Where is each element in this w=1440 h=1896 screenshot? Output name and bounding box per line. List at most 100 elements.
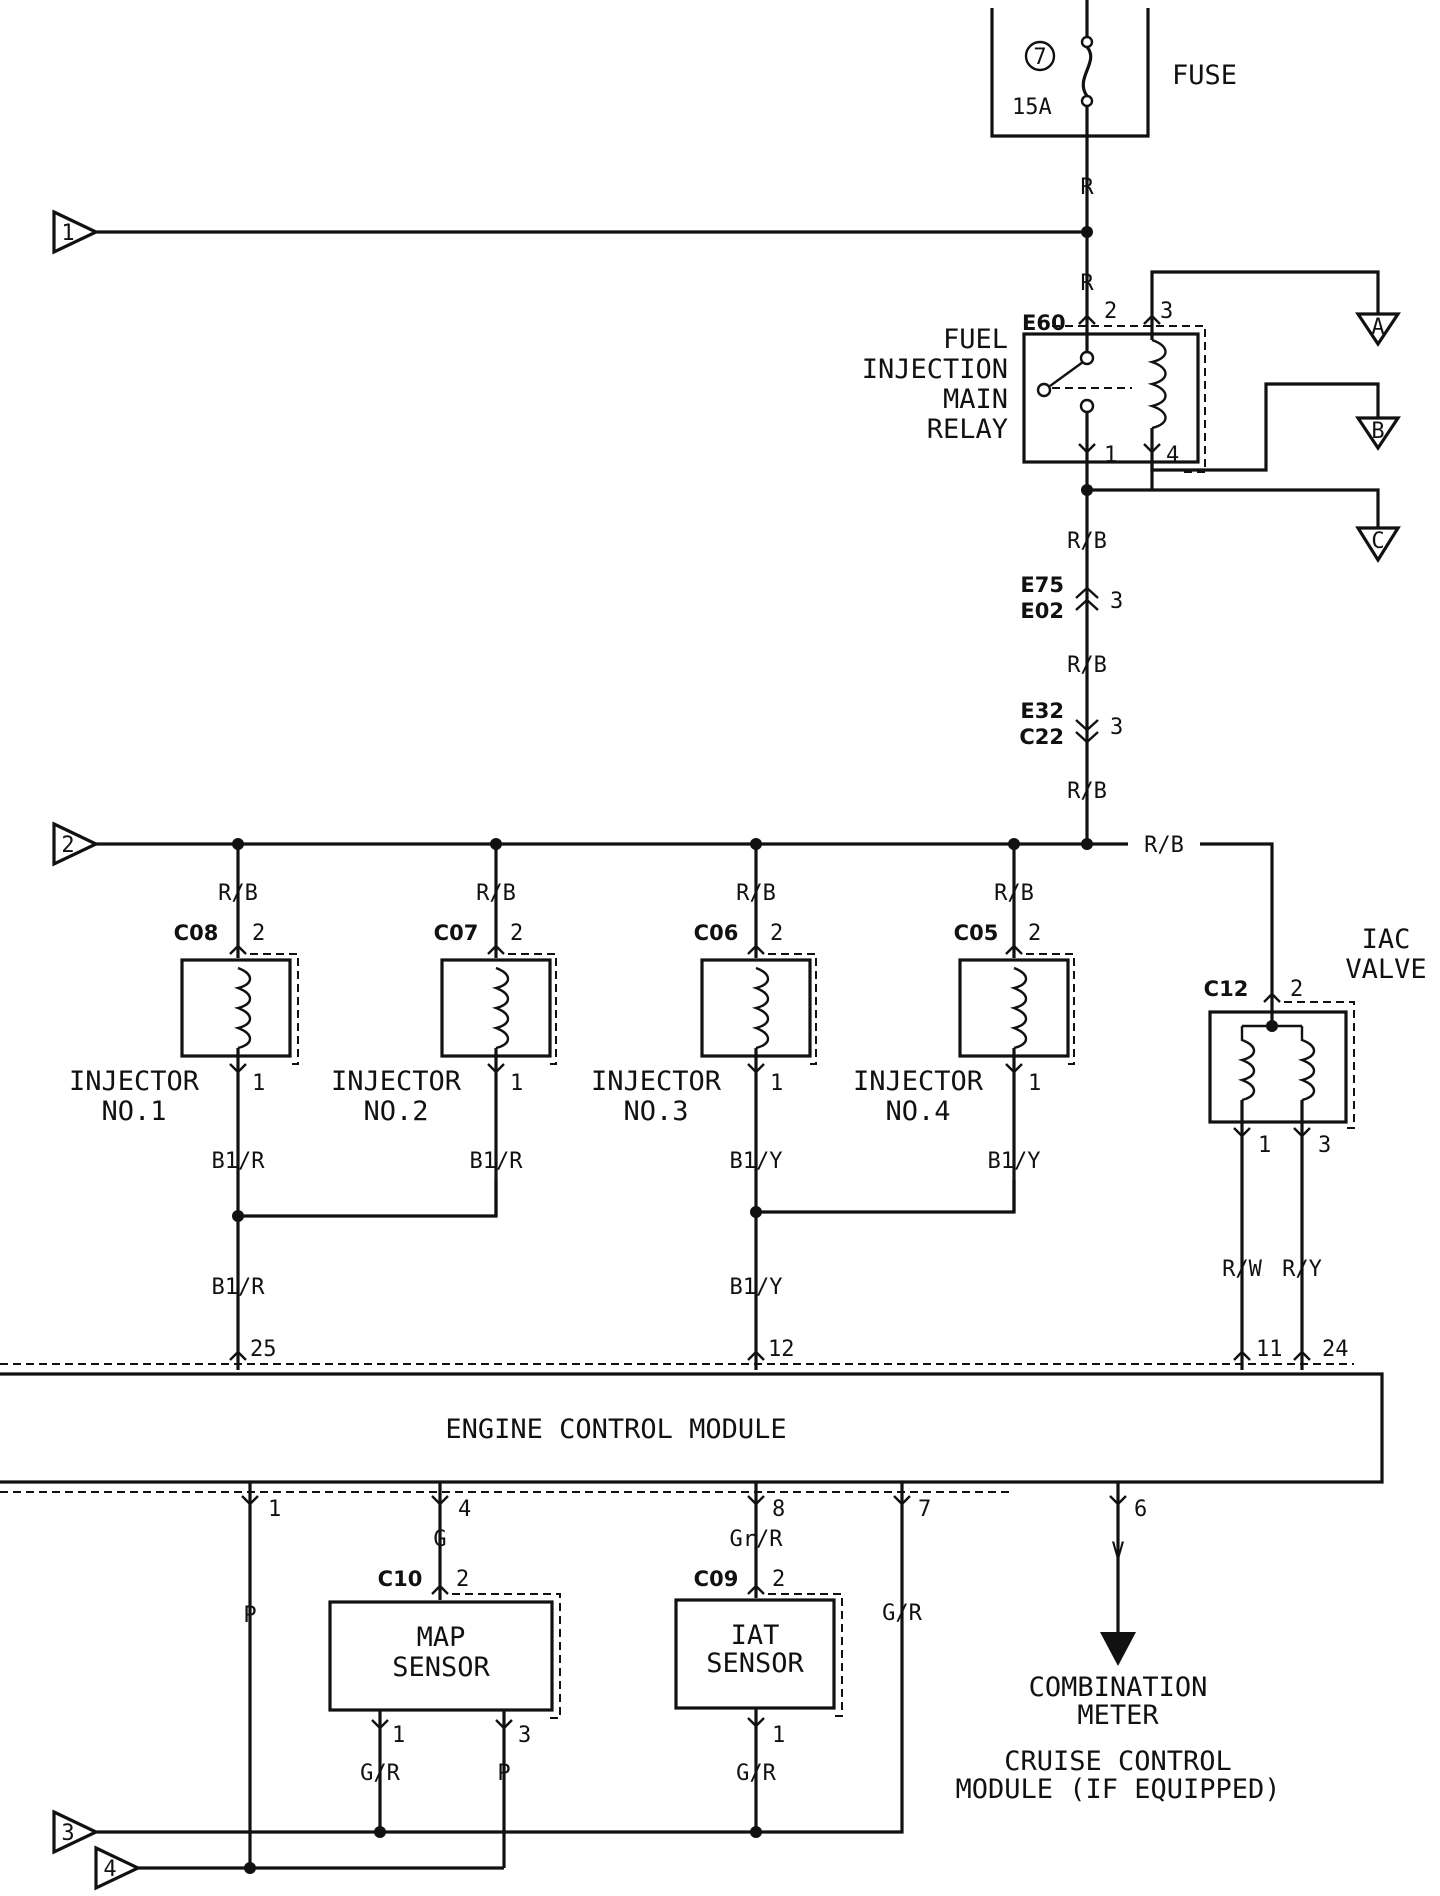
destination-combination-meter-line-1: COMBINATION (1029, 1672, 1208, 1703)
output-b-label: B (1371, 419, 1384, 444)
injector-1: R/B C08 2 1 INJECTOR NO.1 B1/R (69, 844, 299, 1216)
injector-1-wire-in: R/B (218, 881, 258, 906)
injector-3-wire-in: R/B (736, 881, 776, 906)
destination-cruise-control-line-2: MODULE (IF EQUIPPED) (955, 1774, 1280, 1805)
inline-connector-e32-c22: E32 C22 3 (1019, 699, 1123, 749)
iat-connector: C09 (694, 1567, 739, 1591)
map-connector: C10 (378, 1567, 423, 1591)
output-a-label: A (1371, 315, 1384, 340)
ecm-bottom-pin-6: 6 (1134, 1497, 1147, 1522)
wire-label-g-r-right: G/R (882, 1601, 922, 1626)
wire-label-bl-r-ecm: B1/R (212, 1275, 266, 1300)
injector-1-pin-top: 2 (252, 921, 265, 946)
wire-label-r-w: R/W (1222, 1257, 1262, 1282)
ecm-top-pin-11: 11 (1256, 1337, 1283, 1362)
injector-3-wire-out: B1/Y (730, 1149, 783, 1174)
input-3-label: 3 (61, 1821, 74, 1846)
ecm-bottom-pin-8: 8 (772, 1497, 785, 1522)
output-a: A (1150, 270, 1401, 347)
injector-2-wire-out: B1/R (470, 1149, 524, 1174)
input-4: 4 (94, 1845, 504, 1891)
map-pin-top: 2 (456, 1567, 469, 1592)
iat-sensor: C09 2 IAT SENSOR 1 G/R (674, 1567, 843, 1832)
iac-pin-top: 2 (1290, 977, 1303, 1002)
injector-4-pin-top: 2 (1028, 921, 1041, 946)
relay-pin-3: 3 (1160, 299, 1173, 324)
iac-pin-left: 1 (1258, 1133, 1271, 1158)
inline-connector-1-pin: 3 (1110, 589, 1123, 614)
output-b: B (1150, 382, 1401, 472)
wire-label-bl-y-ecm: B1/Y (730, 1275, 783, 1300)
ecm-bottom-pin-1: 1 (268, 1497, 281, 1522)
inline-connector-2-bottom: C22 (1019, 725, 1064, 749)
inline-connector-1-bottom: E02 (1020, 599, 1064, 623)
wire-g-pin-4: G (433, 1482, 447, 1600)
iac-feed-wire: R/B (1087, 833, 1274, 990)
injector-1-name-line-1: INJECTOR (69, 1066, 200, 1097)
injector-4-name-line-1: INJECTOR (853, 1066, 984, 1097)
injector-2-name-line-2: NO.2 (363, 1096, 428, 1127)
wire-v-pin-6: V COMBINATION METER CRUISE CONTROL MODUL… (955, 1482, 1281, 1805)
ecm-top-pin-12: 12 (768, 1337, 795, 1362)
map-pin-right: 3 (518, 1723, 531, 1748)
wire-label-p-map: P (497, 1761, 510, 1786)
injector-2-name-line-1: INJECTOR (331, 1066, 462, 1097)
wire-label-rb-3: R/B (1067, 779, 1107, 804)
iac-name-line-1: IAC (1362, 924, 1411, 955)
relay-label-line-4: RELAY (927, 414, 1008, 445)
destination-combination-meter-line-2: METER (1077, 1700, 1159, 1731)
inline-connector-1-top: E75 (1020, 573, 1064, 597)
relay-pin-1: 1 (1104, 443, 1117, 468)
iat-pin-bottom: 1 (772, 1723, 785, 1748)
wire-p-pin-1: P (243, 1482, 257, 1868)
relay-label-line-2: INJECTION (862, 354, 1008, 385)
iac-connector: C12 (1204, 977, 1249, 1001)
wire-g-r-pin-7: G/R (882, 1482, 923, 1826)
injector-4-wire-in: R/B (994, 881, 1034, 906)
injector-3-name-line-1: INJECTOR (591, 1066, 722, 1097)
fuse-number: 7 (1033, 45, 1046, 70)
fuel-injection-main-relay: E60 2 3 1 4 FUEL INJECTION MAIN RELAY (862, 299, 1206, 490)
fuse-number-circle (1024, 40, 1056, 72)
map-pin-left: 1 (392, 1723, 405, 1748)
input-2: 2 (52, 821, 1093, 867)
injector-4-pin-bottom: 1 (1028, 1071, 1041, 1096)
wire-label-g-r-map: G/R (360, 1761, 400, 1786)
injector-1-connector: C08 (174, 921, 219, 945)
destination-cruise-control-line-1: CRUISE CONTROL (1004, 1746, 1232, 1777)
ecm-label: ENGINE CONTROL MODULE (445, 1414, 786, 1445)
inline-connector-2-pin: 3 (1110, 715, 1123, 740)
iat-name-line-2: SENSOR (706, 1648, 804, 1679)
map-sensor: C10 2 MAP SENSOR 1 3 G/R P (328, 1567, 561, 1868)
iac-name-line-2: VALVE (1345, 954, 1426, 985)
engine-control-module: ENGINE CONTROL MODULE 25 12 11 24 1 4 8 … (0, 1337, 1384, 1522)
wire-label-v: V (1111, 1539, 1124, 1564)
injector-4-wire-out: B1/Y (988, 1149, 1041, 1174)
injector-3-pin-top: 2 (770, 921, 783, 946)
map-name-line-2: SENSOR (392, 1652, 490, 1683)
injector-1-pin-bottom: 1 (252, 1071, 265, 1096)
arrow-down-icon (1100, 1632, 1136, 1666)
output-c: C (1081, 484, 1401, 564)
wire-gr-r-pin-8: Gr/R (730, 1482, 783, 1598)
fuse-label: FUSE (1172, 60, 1237, 91)
wire-label-r-y: R/Y (1282, 1257, 1322, 1282)
input-2-label: 2 (61, 833, 74, 858)
fuse-rating: 15A (1012, 95, 1052, 120)
injector-1-name-line-2: NO.1 (101, 1096, 166, 1127)
wire-label-rb-iac: R/B (1144, 833, 1184, 858)
map-name-line-1: MAP (417, 1622, 466, 1653)
inline-connector-2-top: E32 (1020, 699, 1064, 723)
wire-label-r-1: R (1080, 175, 1094, 200)
relay-pin-4: 4 (1166, 443, 1179, 468)
wire-label-g: G (433, 1527, 446, 1552)
ecm-bottom-pin-4: 4 (458, 1497, 471, 1522)
ecm-bottom-pin-7: 7 (918, 1497, 931, 1522)
input-3: 3 (52, 1809, 904, 1855)
relay-connector: E60 (1022, 311, 1066, 335)
wire-label-rb-2: R/B (1067, 653, 1107, 678)
relay-label-line-3: MAIN (943, 384, 1008, 415)
injector-pair-3-4-junction: B1/Y (730, 1180, 1016, 1370)
injector-2-pin-bottom: 1 (510, 1071, 523, 1096)
